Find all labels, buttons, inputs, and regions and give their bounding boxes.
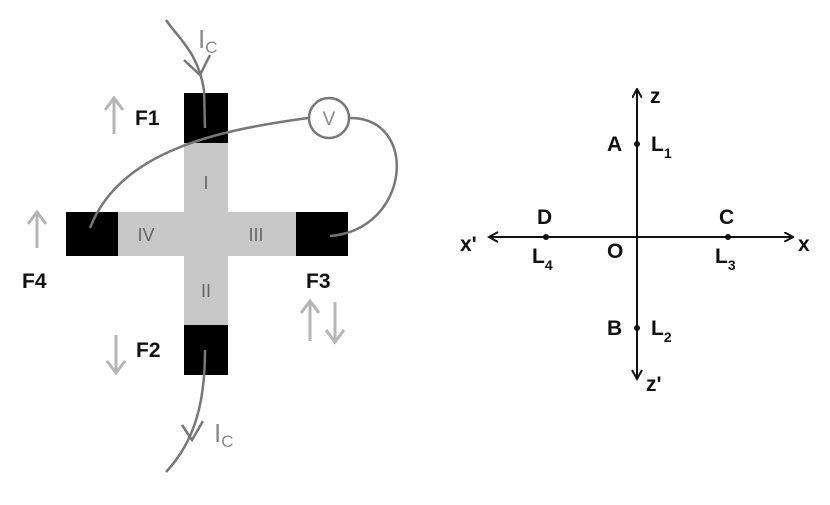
voltmeter-label: V <box>323 109 336 130</box>
current-wire-out <box>165 349 207 473</box>
current-out-arrowhead <box>180 420 205 443</box>
z-neg-axis-label: z' <box>646 373 662 396</box>
location-label-l3: L3 <box>715 245 736 273</box>
pad-label-f3: F3 <box>306 270 331 293</box>
arm-label-iii: III <box>248 225 263 245</box>
x-neg-axis-label: x' <box>460 233 477 256</box>
pad-label-f1: F1 <box>135 107 160 130</box>
voltmeter <box>307 96 351 140</box>
point-a-label: A <box>607 133 622 156</box>
field-arrow-f2 <box>105 335 127 376</box>
current-wire-in <box>164 19 207 129</box>
point-b-label: B <box>607 317 622 340</box>
point-c-label: C <box>719 206 734 229</box>
z-axis-neg-arrowhead <box>631 369 643 382</box>
origin-label: O <box>607 240 623 263</box>
hall-cross-sample: I II III IV IC IC V F1 F2 F3 F4 <box>22 19 398 473</box>
current-label-top: IC <box>198 24 218 57</box>
z-axis-label: z <box>650 85 661 108</box>
x-axis-neg-arrowhead <box>486 231 499 243</box>
pad-label-f4: F4 <box>22 270 47 293</box>
point-a <box>634 141 640 147</box>
location-label-l2: L2 <box>651 317 672 345</box>
pad-f4 <box>66 212 118 256</box>
location-label-l1: L1 <box>651 133 672 161</box>
x-axis-label: x <box>798 233 810 256</box>
field-arrow-f3 <box>299 298 346 345</box>
field-arrow-f1 <box>103 95 125 134</box>
arm-label-ii: II <box>201 281 211 301</box>
point-d <box>543 234 549 240</box>
point-d-label: D <box>537 206 552 229</box>
arm-label-i: I <box>203 173 208 193</box>
coordinate-system: x x' z z' O A B C D L1 L2 L3 L4 <box>460 85 810 396</box>
field-arrow-f4 <box>26 209 48 248</box>
current-label-bottom: IC <box>214 418 234 451</box>
voltmeter-wire <box>88 116 398 238</box>
point-c <box>725 234 731 240</box>
point-b <box>634 325 640 331</box>
pad-label-f2: F2 <box>136 339 161 362</box>
arm-label-iv: IV <box>137 225 154 245</box>
pad-f1 <box>184 93 228 143</box>
current-in-arrowhead <box>183 54 212 78</box>
cross-horizontal-bar <box>98 212 312 256</box>
location-label-l4: L4 <box>532 245 553 273</box>
